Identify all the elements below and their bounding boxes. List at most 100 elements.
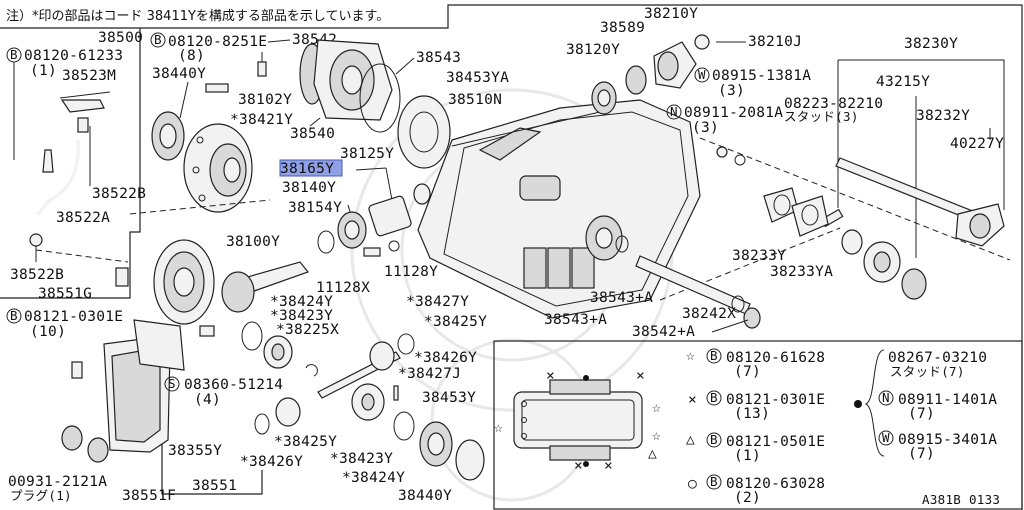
- clamp-icon: [77, 117, 89, 133]
- label-38543A-a: 38543+A: [590, 290, 653, 306]
- label-38542A: 38542+A: [632, 324, 695, 340]
- gear-set-38100Y: [153, 239, 309, 325]
- pin-38427J-icon: [393, 385, 399, 401]
- label-38543: 38543: [416, 50, 461, 66]
- nut-38210J-icon: [694, 34, 710, 50]
- label-38440Y-top: 38440Y: [152, 66, 206, 82]
- label-38427J: *38427J: [398, 366, 461, 382]
- label-38522B-b: 38522B: [10, 267, 64, 283]
- svg-text:☆: ☆: [494, 420, 503, 436]
- gasket-38551: [133, 319, 185, 371]
- parts-note: 注）*印の部品はコード 38411Yを構成する部品を示しています。: [6, 9, 389, 24]
- gasket-38233YA: [791, 195, 829, 237]
- legend-cross-part: 08121-0301E: [726, 392, 825, 408]
- svg-text:S: S: [168, 376, 176, 391]
- qty-08915-1381A: (3): [718, 83, 745, 99]
- label-38100Y: 38100Y: [226, 234, 280, 250]
- pinion-mate-38425Y-b: [275, 397, 301, 427]
- svg-text:☆: ☆: [652, 400, 661, 416]
- bolt-08360-51214-icon: [199, 325, 215, 337]
- label-08911-2081A: 08911-2081A: [684, 105, 783, 121]
- label-38154Y: 38154Y: [288, 200, 342, 216]
- frames: [0, 4, 1023, 510]
- svg-text:B: B: [710, 432, 718, 447]
- svg-text:W: W: [698, 67, 706, 82]
- seal-38589: [625, 65, 647, 95]
- label-00931-2121A: 00931-2121A: [8, 474, 107, 490]
- svg-text:×: ×: [604, 458, 613, 474]
- label-38543A-b: 38543+A: [544, 312, 607, 328]
- legend-dot-qty-3: (7): [908, 446, 935, 462]
- hose-clip-icon: [29, 233, 43, 247]
- shim-38453YA: [397, 95, 451, 169]
- label-38165Y[interactable]: 38165Y: [280, 161, 334, 177]
- label-38522A: 38522A: [56, 210, 110, 226]
- plug-38551F: [87, 437, 109, 463]
- o-ring-38543: [359, 63, 401, 133]
- legend-circle-part: 08120-63028: [726, 476, 825, 492]
- label-38421Y: *38421Y: [230, 112, 293, 128]
- label-38424Y-a: *38424Y: [270, 294, 333, 310]
- shim-38453Y: [455, 439, 485, 481]
- svg-text:×: ×: [636, 368, 645, 384]
- label-38210Y: 38210Y: [644, 6, 698, 22]
- legend-triangle-qty: (1): [734, 448, 761, 464]
- label-38423Y-a: *38423Y: [270, 308, 333, 324]
- label-38440Y-bot: 38440Y: [398, 488, 452, 504]
- label-38523M: 38523M: [62, 68, 116, 84]
- hose-38522A: [36, 139, 80, 216]
- svg-text:W: W: [882, 430, 890, 445]
- legend-cross-qty: (13): [734, 406, 770, 422]
- label-38427Y: *38427Y: [406, 294, 469, 310]
- label-38522B-a: 38522B: [92, 186, 146, 202]
- svg-text:B: B: [710, 474, 718, 489]
- legend-dot-sub-1: スタッド(7): [890, 364, 965, 379]
- gasket-38233Y: [763, 187, 799, 223]
- label-38453YA: 38453YA: [446, 70, 509, 86]
- label-11128X: 11128X: [316, 280, 370, 296]
- label-08360-51214: 08360-51214: [184, 377, 283, 393]
- legend-star-part: 08120-61628: [726, 350, 825, 366]
- sub-08223-82210: スタッド(3): [784, 109, 859, 124]
- bracket-38523M: [60, 99, 105, 113]
- svg-text:△: △: [648, 446, 657, 462]
- breather-assembly: B 08120-61233 (1) 38523M 38522B 38522A 3…: [6, 47, 146, 302]
- circle-icon: ○: [688, 476, 697, 492]
- label-38500: 38500: [98, 30, 143, 46]
- qty-08120-61233: (1): [30, 63, 57, 79]
- bolt-icon: [42, 149, 54, 173]
- label-38424Y-b: *38424Y: [342, 470, 405, 486]
- label-38453Y: 38453Y: [422, 390, 476, 406]
- qty-08360-51214: (4): [194, 392, 221, 408]
- label-38140Y: 38140Y: [282, 180, 336, 196]
- svg-text:N: N: [882, 390, 890, 405]
- legend-triangle-part: 08121-0501E: [726, 434, 825, 450]
- lock-pin-38225X: [305, 364, 318, 377]
- tube-group: 38543+A 38242X 38543+A 38542+A: [544, 235, 761, 340]
- thrust-washer-38424Y-a: [241, 321, 263, 351]
- bolt-08120-8251E-icon: [257, 61, 267, 77]
- label-40227Y: 40227Y: [950, 136, 1004, 152]
- washer-38125Y: [413, 183, 431, 205]
- label-38225X: *38225X: [276, 322, 339, 338]
- diff-case-group: 38500 B 08120-8251E (8) 38440Y 38102Y *3…: [98, 30, 293, 215]
- label-38423Y-b: *38423Y: [330, 451, 393, 467]
- sub-00931-2121A: プラグ(1): [10, 488, 72, 503]
- label-43215Y: 43215Y: [876, 74, 930, 90]
- shim-38154Y: [317, 230, 335, 254]
- svg-text:×: ×: [574, 458, 583, 474]
- label-38540: 38540: [290, 126, 335, 142]
- label-38230Y: 38230Y: [904, 36, 958, 52]
- label-38233YA: 38233YA: [770, 264, 833, 280]
- breather-38551G-icon: [115, 267, 129, 287]
- svg-text:☆: ☆: [652, 428, 661, 444]
- plug-00931-2121A: [61, 425, 83, 451]
- label-08915-1381A: 08915-1381A: [712, 68, 811, 84]
- legend-circle-qty: (2): [734, 490, 761, 506]
- label-38551G: 38551G: [38, 286, 92, 302]
- label-38425Y-b: *38425Y: [274, 434, 337, 450]
- diff-gears-group: *38424Y *38423Y *38225X *38427Y *38425Y …: [240, 294, 487, 504]
- star-icon: ☆: [686, 348, 695, 364]
- washer-11128Y-icon: [388, 240, 400, 252]
- label-38242X: 38242X: [682, 306, 736, 322]
